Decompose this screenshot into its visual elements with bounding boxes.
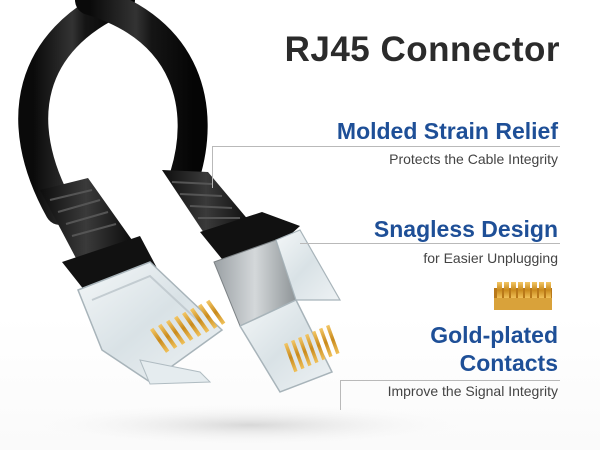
feature-title-gold-contacts-line2: Contacts	[459, 350, 558, 376]
feature-subtitle-strain-relief: Protects the Cable Integrity	[389, 151, 558, 167]
gold-contacts-icon	[494, 282, 552, 310]
right-connector	[213, 229, 342, 393]
feature-subtitle-snagless: for Easier Unplugging	[423, 250, 558, 266]
contacts-callout-line	[340, 380, 560, 381]
snagless-callout-line	[300, 243, 560, 244]
strain-relief-callout-vertical	[212, 146, 213, 188]
floor-shadow	[20, 403, 480, 447]
left-gold-contacts	[150, 299, 226, 353]
feature-title-gold-contacts-line1: Gold-plated	[430, 322, 558, 348]
feature-subtitle-gold-contacts: Improve the Signal Integrity	[387, 383, 558, 399]
right-strain-relief	[162, 170, 300, 264]
right-cable	[75, 0, 208, 190]
left-strain-relief	[40, 178, 158, 300]
right-gold-contacts	[284, 324, 340, 373]
left-cable	[18, 0, 135, 225]
feature-title-strain-relief: Molded Strain Relief	[336, 118, 558, 144]
page-title: RJ45 Connector	[284, 30, 560, 69]
strain-relief-callout-line	[212, 146, 560, 147]
snagless-hood	[200, 212, 300, 264]
contacts-callout-vertical	[340, 380, 341, 410]
left-connector	[77, 261, 226, 385]
feature-title-snagless: Snagless Design	[373, 216, 558, 242]
